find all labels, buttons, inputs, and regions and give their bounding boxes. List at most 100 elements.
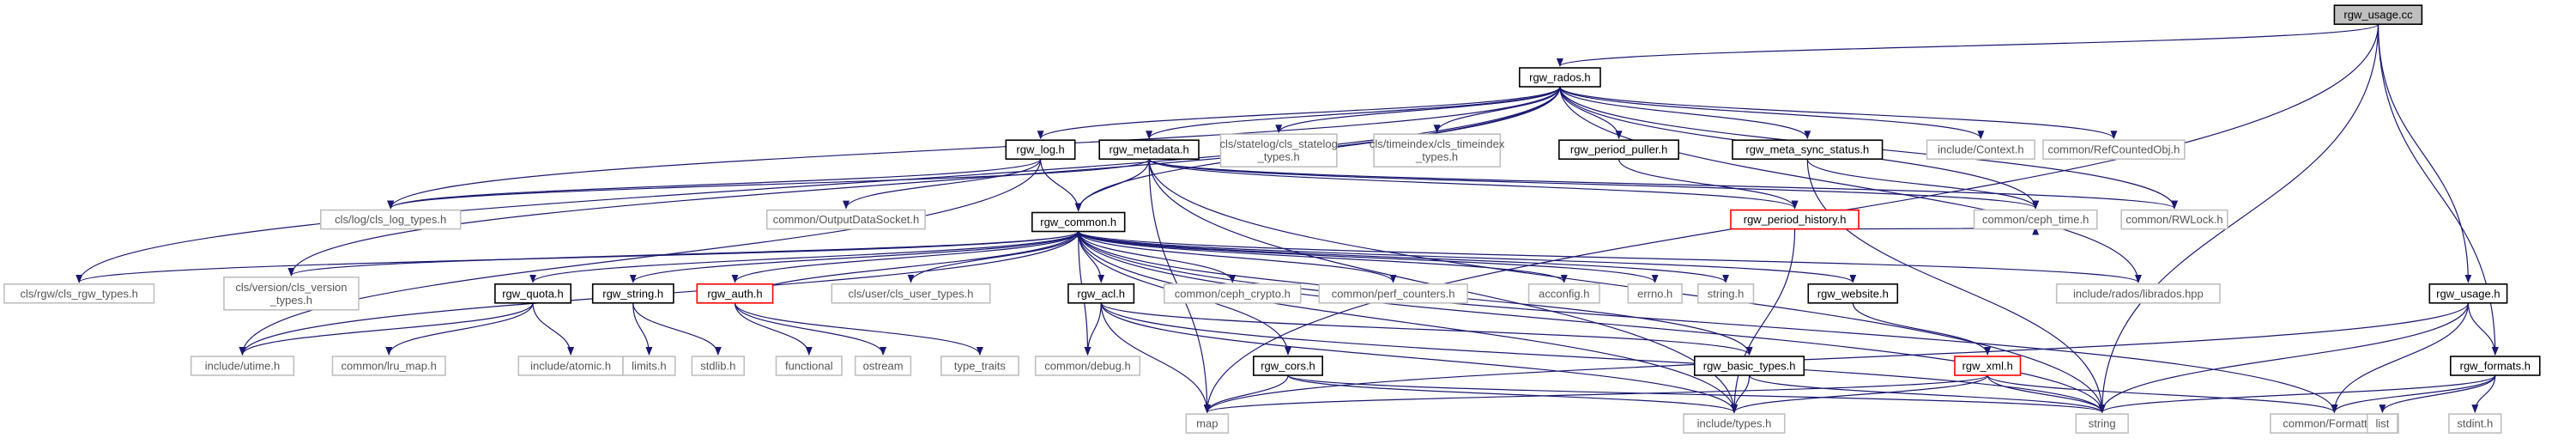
node-label: _types.h <box>1257 150 1300 163</box>
node-common-rwlock-h[interactable]: common/RWLock.h <box>2120 209 2228 230</box>
node-common-ceph-crypto[interactable]: common/ceph_crypto.h <box>1164 283 1302 304</box>
node-box <box>1098 139 1200 160</box>
node-cls-statelog[interactable]: cls/statelog/cls_statelog_types.h <box>1220 133 1338 167</box>
node-errno-h[interactable]: errno.h <box>1627 283 1683 304</box>
node-rgw-period-history-h[interactable]: rgw_period_history.h <box>1730 209 1859 230</box>
edge-rgw_common_h-to-rgw_quota_h <box>529 230 1079 283</box>
node-box <box>2428 283 2508 304</box>
edge-rgw_usage_cc-to-rgw_usage_h <box>2377 24 2472 283</box>
node-rgw-website-h[interactable]: rgw_website.h <box>1807 283 1899 304</box>
node-functional[interactable]: functional <box>775 356 843 376</box>
node-common-lru-map[interactable]: common/lru_map.h <box>331 356 446 376</box>
node-box <box>1034 356 1141 376</box>
node-box <box>1973 209 2098 230</box>
node-box <box>2450 356 2541 376</box>
edge-rgw_formats_h-to-stdint_h <box>2471 374 2496 414</box>
edge-rgw_string_h-to-limits_h <box>632 302 653 356</box>
edge-rgw_quota_h-to-include_utime_h <box>239 302 534 356</box>
node-common-formatter-h[interactable]: common/Formatter.h <box>2270 413 2399 434</box>
edge-rgw_log_h-to-include_utime_h <box>239 159 1042 356</box>
node-rgw-metadata-h[interactable]: rgw_metadata.h <box>1098 139 1200 160</box>
node-rgw-quota-h[interactable]: rgw_quota.h <box>494 283 572 304</box>
node-stdlib-h[interactable]: stdlib.h <box>691 356 746 376</box>
node-rgw-acl-h[interactable]: rgw_acl.h <box>1067 283 1135 304</box>
node-ostream[interactable]: ostream <box>854 356 912 376</box>
node-rgw-string-h[interactable]: rgw_string.h <box>591 283 674 304</box>
edge-rgw_formats_h-to-list <box>2379 374 2496 414</box>
node-cls-rgw-types[interactable]: cls/rgw/cls_rgw_types.h <box>3 283 155 304</box>
node-box <box>1318 283 1468 304</box>
node-common-refcountedobj-h[interactable]: common/RefCountedObj.h <box>2042 139 2186 160</box>
edge-rgw_rados_h-to-rgw_period_puller_h <box>1559 86 1623 140</box>
node-label: map <box>1196 417 1218 430</box>
node-label: list <box>2375 417 2389 430</box>
node-include-utime-h[interactable]: include/utime.h <box>190 356 295 376</box>
node-box <box>1185 413 1230 434</box>
node-label: common/lru_map.h <box>342 360 437 373</box>
edge-rgw_usage_h-to-string <box>2098 302 2469 414</box>
node-label: ostream <box>863 360 904 373</box>
node-list[interactable]: list <box>2366 413 2398 434</box>
node-box <box>319 209 462 230</box>
node-rgw-common-h[interactable]: rgw_common.h <box>1031 211 1126 233</box>
node-common-outputdatasocket[interactable]: common/OutputDataSocket.h <box>765 209 926 230</box>
node-box <box>1519 67 1601 88</box>
node-box <box>223 276 360 311</box>
node-rgw-formats-h[interactable]: rgw_formats.h <box>2450 356 2541 376</box>
edge-rgw_rados_h-to-cls_timeindex <box>1433 86 1561 134</box>
node-box <box>2270 413 2399 434</box>
node-cls-timeindex[interactable]: cls/timeindex/cls_timeindex_types.h <box>1370 133 1505 167</box>
node-rgw-log-h[interactable]: rgw_log.h <box>1005 139 1076 160</box>
node-label: common/OutputDataSocket.h <box>773 213 920 226</box>
node-rgw-auth-h[interactable]: rgw_auth.h <box>696 283 774 304</box>
node-cls-user-types[interactable]: cls/user/cls_user_types.h <box>831 283 991 304</box>
node-cls-log-types[interactable]: cls/log/cls_log_types.h <box>319 209 462 230</box>
node-type-traits[interactable]: type_traits <box>940 356 1019 376</box>
node-box <box>831 283 991 304</box>
node-box <box>1926 139 2036 160</box>
node-common-debug-h[interactable]: common/debug.h <box>1034 356 1141 376</box>
node-include-rados-librados[interactable]: include/rados/librados.hpp <box>2055 283 2221 304</box>
node-label: string <box>2089 417 2116 430</box>
node-label: rgw_acl.h <box>1077 287 1125 300</box>
node-label: rgw_string.h <box>602 287 663 300</box>
node-common-perf-counters[interactable]: common/perf_counters.h <box>1318 283 1468 304</box>
node-rgw-period-puller-h[interactable]: rgw_period_puller.h <box>1558 139 1680 160</box>
node-box <box>1683 413 1786 434</box>
edge-rgw_auth_h-to-type_traits <box>734 302 983 356</box>
node-rgw-xml-h[interactable]: rgw_xml.h <box>1954 356 2022 376</box>
node-rgw-cors-h[interactable]: rgw_cors.h <box>1253 356 1324 376</box>
node-acconfig-h[interactable]: acconfig.h <box>1527 283 1600 304</box>
node-box <box>691 356 746 376</box>
node-include-context-h[interactable]: include/Context.h <box>1926 139 2036 160</box>
node-rgw-meta-sync-status-h[interactable]: rgw_meta_sync_status.h <box>1732 139 1884 160</box>
node-include-types-h[interactable]: include/types.h <box>1683 413 1786 434</box>
node-map[interactable]: map <box>1185 413 1230 434</box>
edge-rgw_metadata_h-to-common_ceph_time_h <box>1148 158 2039 210</box>
node-label: common/Formatter.h <box>2283 417 2386 430</box>
node-include-atomic[interactable]: include/atomic.h <box>517 356 624 376</box>
edge-rgw_usage_h-to-common_formatter_h <box>2331 302 2469 414</box>
node-stdint-h[interactable]: stdint.h <box>2448 413 2502 434</box>
node-string-h[interactable]: string.h <box>1697 283 1755 304</box>
edge-rgw_period_history_h-to-include_types_h <box>1731 228 1796 414</box>
node-rgw-basic-types-h[interactable]: rgw_basic_types.h <box>1694 356 1805 376</box>
node-string[interactable]: string <box>2075 413 2129 434</box>
node-rgw-rados-h[interactable]: rgw_rados.h <box>1519 67 1601 88</box>
node-cls-version-types[interactable]: cls/version/cls_version_types.h <box>223 276 360 311</box>
edge-rgw_usage_h-to-map <box>1204 302 2469 414</box>
edge-rgw_period_puller_h-to-rgw_period_history_h <box>1618 159 1799 210</box>
edge-rgw_rados_h-to-cls_version_types <box>287 86 1561 277</box>
node-box <box>331 356 446 376</box>
node-limits-h[interactable]: limits.h <box>622 356 676 376</box>
edge-rgw_cors_h-to-string <box>1287 374 2106 414</box>
node-rgw-usage-cc[interactable]: rgw_usage.cc <box>2333 4 2423 25</box>
node-box <box>1732 139 1884 160</box>
node-common-ceph-time-h[interactable]: common/ceph_time.h <box>1973 209 2098 230</box>
node-label: include/rados/librados.hpp <box>2073 287 2204 300</box>
node-label: rgw_period_history.h <box>1744 213 1847 226</box>
edge-rgw_rados_h-to-include_rados_librados <box>1559 86 2142 283</box>
node-rgw-usage-h[interactable]: rgw_usage.h <box>2428 283 2508 304</box>
edge-rgw_rados_h-to-rgw_meta_sync_status_h <box>1559 86 1811 140</box>
edge-rgw_basic_types_h-to-include_types_h <box>1731 374 1751 414</box>
